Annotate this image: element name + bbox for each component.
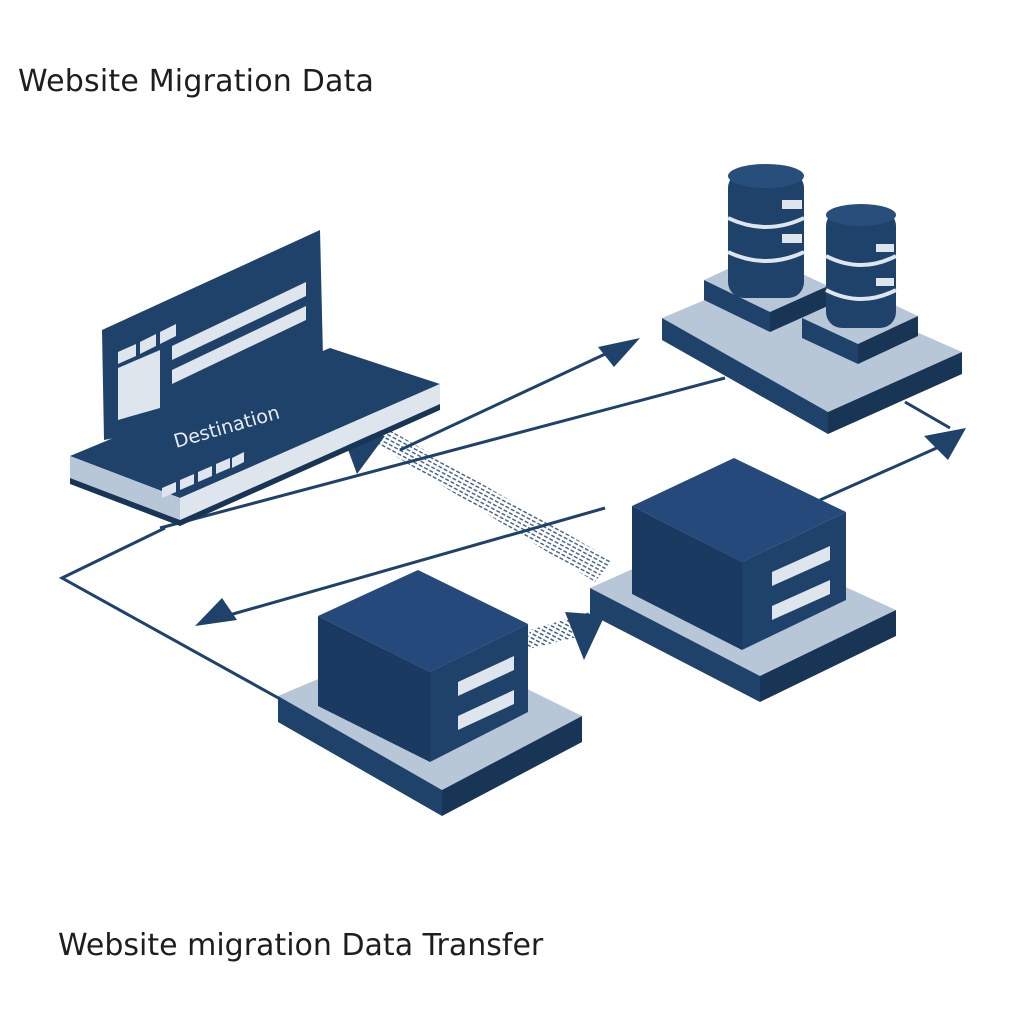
arrow-head-icon (195, 598, 237, 626)
server-left-node[interactable] (278, 570, 582, 816)
server-right-node[interactable] (590, 458, 896, 702)
destination-node[interactable]: Destination (70, 230, 440, 526)
arrow-head-icon (924, 428, 966, 460)
data-stream (370, 430, 612, 650)
drive-slot-icon (772, 546, 830, 586)
drive-slot-icon (458, 690, 514, 730)
drive-slot-icon (772, 580, 830, 620)
connector-lines (58, 346, 951, 702)
drive-slot-icon (458, 656, 514, 696)
page-title: Website Migration Data (18, 64, 375, 99)
database-cluster-node[interactable] (662, 164, 962, 434)
database-icon (826, 210, 896, 328)
footer-caption: Website migration Data Transfer (58, 928, 544, 963)
arrow-head-icon (598, 338, 640, 367)
